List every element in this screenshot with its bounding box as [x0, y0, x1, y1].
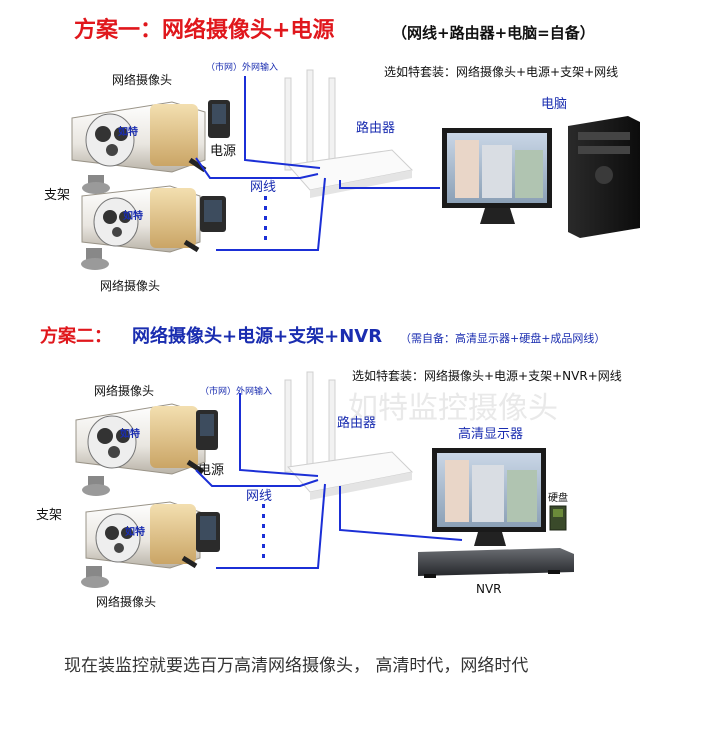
router-label: 路由器	[356, 122, 395, 135]
hdd-label: 硬盘	[548, 494, 568, 504]
bracket-label: 支架	[36, 509, 62, 522]
plan1-kit: 选如特套装：网络摄像头+电源+支架+网线	[384, 66, 618, 78]
power-adapter-icon	[196, 410, 218, 450]
plan2-kit: 选如特套装：网络摄像头+电源+支架+NVR+网线	[352, 370, 622, 382]
power-adapter-icon	[200, 196, 226, 232]
wan-input-label: （市网）外网输入	[200, 388, 272, 397]
nvr-label: NVR	[476, 583, 502, 595]
computer-label: 电脑	[541, 98, 567, 111]
plan2-note: （需自备：高清显示器+硬盘+成品网线）	[400, 333, 605, 344]
power-adapter-icon	[196, 512, 220, 552]
camera-icon	[72, 102, 205, 194]
wan-input-label: （市网）外网输入	[206, 64, 278, 73]
monitor-icon	[442, 128, 552, 224]
cable-label: 网线	[250, 181, 276, 194]
hard-disk-icon	[550, 506, 566, 530]
cable-label: 网线	[246, 490, 272, 503]
plan1-subtitle: （网线+路由器+电脑=自备）	[392, 26, 595, 41]
cable-dots	[264, 196, 267, 240]
bracket-label: 支架	[44, 189, 70, 202]
nvr-icon	[418, 548, 574, 578]
camera-label: 网络摄像头	[94, 385, 154, 397]
plan2-title: 网络摄像头+电源+支架+NVR	[132, 328, 382, 346]
camera-label: 网络摄像头	[96, 596, 156, 608]
brand-logo: 如特	[125, 528, 145, 538]
plan2-title-prefix: 方案二：	[40, 328, 112, 346]
watermark: 如特监控摄像头	[348, 394, 558, 424]
brand-logo: 如特	[123, 212, 143, 222]
camera-label: 网络摄像头	[112, 74, 172, 86]
camera-icon	[76, 404, 205, 496]
footer-slogan: 现在装监控就要选百万高清网络摄像头， 高清时代，网络时代	[64, 658, 528, 675]
brand-logo: 如特	[118, 128, 138, 138]
brand-logo: 如特	[120, 430, 140, 440]
power-adapter-icon	[208, 100, 230, 138]
cable-dots	[262, 504, 265, 558]
router-label: 路由器	[337, 417, 376, 430]
monitor-icon	[432, 448, 546, 546]
computer-icon	[568, 116, 640, 238]
power-label: 电源	[198, 464, 224, 477]
monitor-label: 高清显示器	[458, 428, 523, 441]
plan1-title: 方案一：网络摄像头+电源	[74, 20, 334, 42]
camera-icon	[81, 502, 200, 588]
camera-icon	[81, 186, 200, 270]
camera-label: 网络摄像头	[100, 280, 160, 292]
power-label: 电源	[210, 145, 236, 158]
